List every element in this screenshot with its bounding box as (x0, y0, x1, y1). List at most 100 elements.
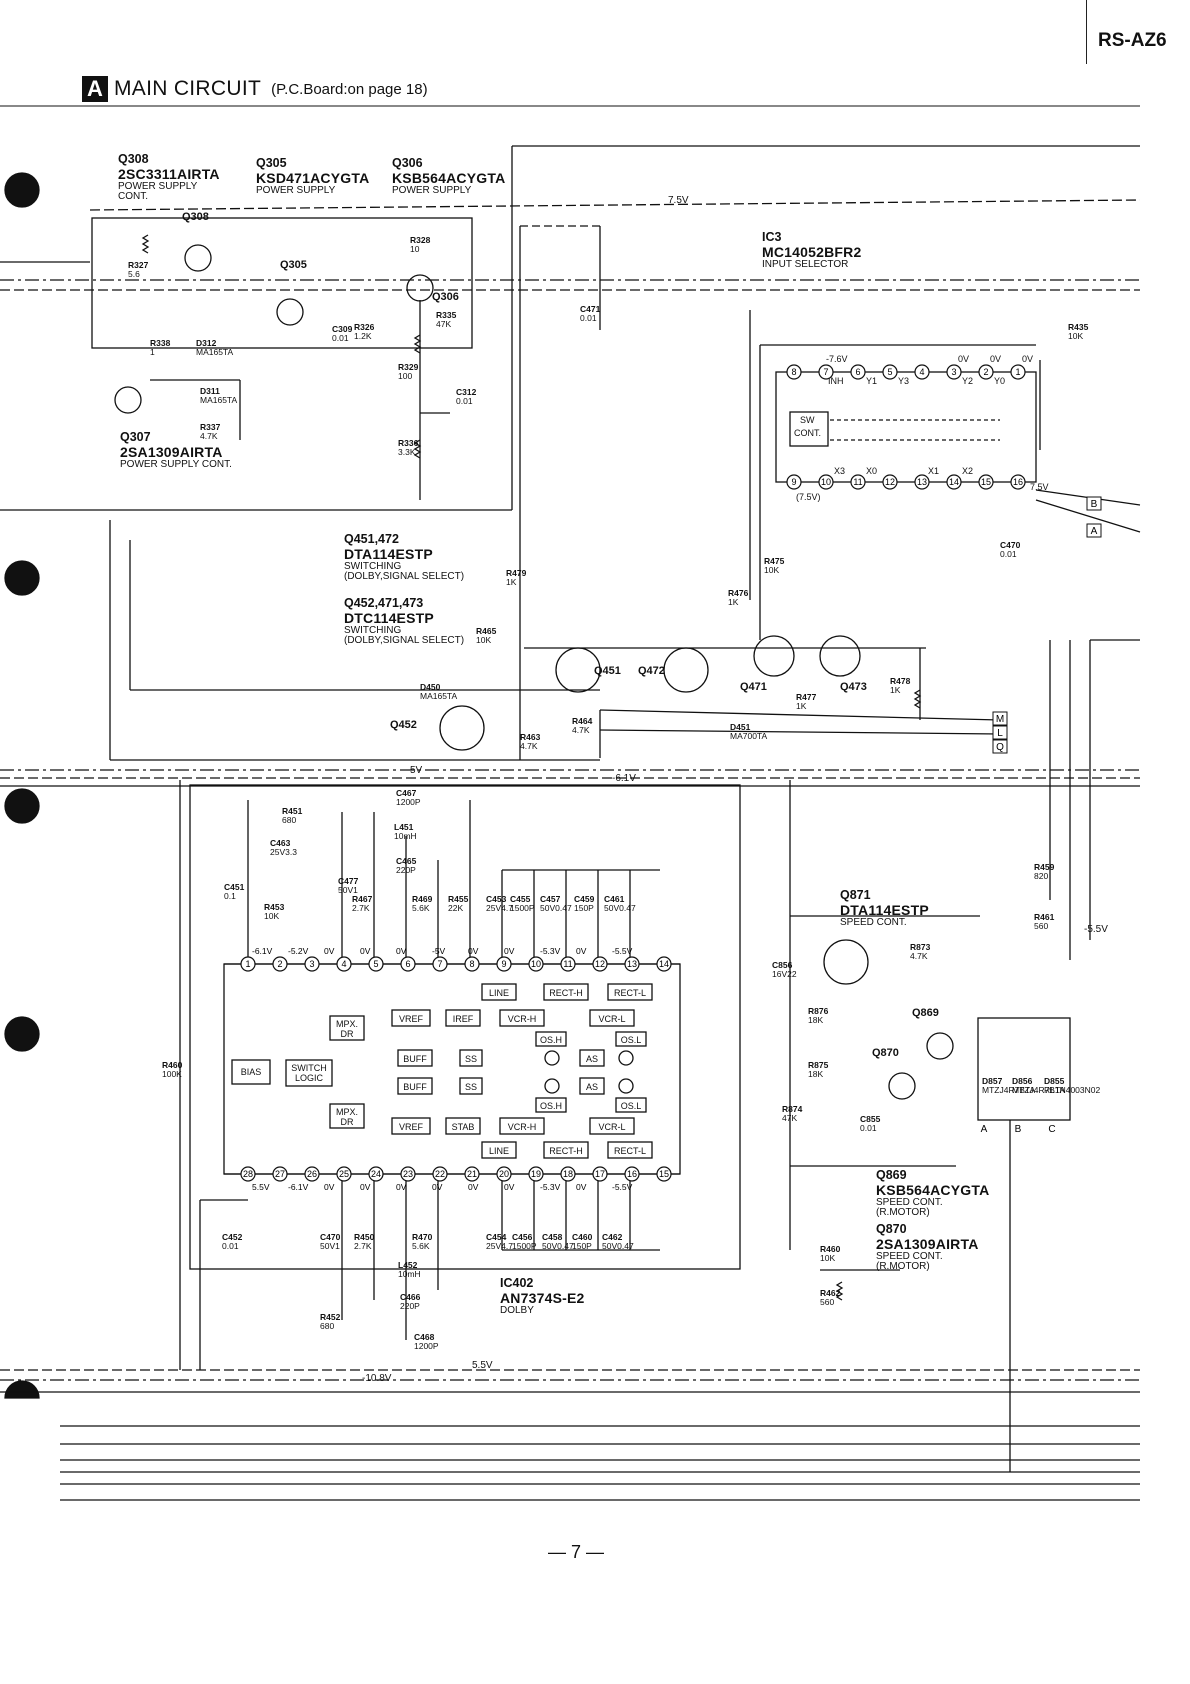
svg-text:SW: SW (800, 415, 815, 425)
ic402-top-pin (560, 956, 576, 972)
ic402-bottom-pin (528, 1166, 544, 1182)
ic3-top-pin-number: 7 (823, 367, 828, 377)
svg-text:LINE: LINE (489, 988, 509, 998)
svg-text:OS.H: OS.H (540, 1101, 562, 1111)
svg-text:Q305: Q305 (280, 259, 307, 271)
voltage-label: 0V (504, 946, 515, 956)
ic402-top-pin (656, 956, 672, 972)
ic3-top-pin-number: 8 (791, 367, 796, 377)
svg-text:Q870: Q870 (872, 1047, 899, 1059)
ic402-bottom-pin-number: 18 (563, 1169, 573, 1179)
ic3-top-pin-number: 4 (919, 367, 924, 377)
ic402-bottom-pin-number: 25 (339, 1169, 349, 1179)
svg-text:VREF: VREF (399, 1122, 424, 1132)
svg-text:BIAS: BIAS (241, 1067, 262, 1077)
ic402-bottom-pin-number: 17 (595, 1169, 605, 1179)
ic3-bottom-pin (850, 474, 866, 490)
connector-label: Q (996, 742, 1004, 753)
voltage-label: -5.3V (540, 946, 561, 956)
ic3-bottom-pin-number: 9 (791, 477, 796, 487)
ic3-bottom-pin-number: 12 (885, 477, 895, 487)
rail-label-top: 7.5V (668, 195, 689, 206)
ic3-top-pin-number: 6 (855, 367, 860, 377)
ic402-bottom-pin (496, 1166, 512, 1182)
svg-text:MPX.: MPX. (336, 1107, 358, 1117)
voltage-label: 0V (504, 1182, 515, 1192)
header-rule (1086, 0, 1087, 64)
motor-pin-label: B (1015, 1124, 1022, 1135)
ic402-top-pin (304, 956, 320, 972)
binding-hole (4, 560, 40, 596)
ic402-top-pin (272, 956, 288, 972)
ic3-bottom-pin (946, 474, 962, 490)
connector-q (992, 739, 1008, 754)
ic3-top-pin (850, 364, 866, 380)
connector-a (1086, 523, 1102, 538)
svg-text:VCR-L: VCR-L (598, 1122, 625, 1132)
svg-text:OS.L: OS.L (621, 1101, 642, 1111)
ic402-top-pin-number: 6 (405, 959, 410, 969)
ic3-bottom-pin-number: 14 (949, 477, 959, 487)
binding-hole (4, 788, 40, 824)
svg-text:Q451: Q451 (594, 665, 621, 677)
connector-label: M (996, 714, 1004, 725)
svg-text:Y1: Y1 (866, 376, 877, 386)
svg-text:Y0: Y0 (994, 376, 1005, 386)
ic3-top-pin-number: 1 (1015, 367, 1020, 377)
voltage-label: -5.5V (612, 1182, 633, 1192)
svg-text:LOGIC: LOGIC (295, 1073, 324, 1083)
ic3-bottom-pin-number: 16 (1013, 477, 1023, 487)
section-subtitle: (P.C.Board:on page 18) (271, 80, 428, 98)
ic402-bottom-pin (336, 1166, 352, 1182)
page-number: — 7 — (548, 1542, 605, 1562)
svg-text:SS: SS (465, 1054, 477, 1064)
svg-text:RECT-H: RECT-H (549, 1146, 583, 1156)
voltage-label: -5.3V (540, 1182, 561, 1192)
voltage-label: 0V (396, 946, 407, 956)
ic402-bottom-pin (464, 1166, 480, 1182)
svg-text:Q472: Q472 (638, 665, 665, 677)
ic3-bottom-pin (882, 474, 898, 490)
svg-text:7.5V: 7.5V (1030, 482, 1049, 492)
voltage-label: 0V (432, 1182, 443, 1192)
connector-label: A (1091, 526, 1098, 537)
voltage-label: 0V (468, 946, 479, 956)
voltage-label: 0V (360, 946, 371, 956)
connector-m (992, 711, 1008, 726)
ic402-top-pin-number: 7 (437, 959, 442, 969)
svg-text:MPX.: MPX. (336, 1019, 358, 1029)
ic3-top-pin (946, 364, 962, 380)
svg-text:X3: X3 (834, 466, 845, 476)
svg-text:SWITCH: SWITCH (291, 1063, 327, 1073)
ic402-bottom-pin (400, 1166, 416, 1182)
ic402-bottom-pin-number: 26 (307, 1169, 317, 1179)
ic402-bottom-pin-number: 19 (531, 1169, 541, 1179)
motor-pin-label: C (1048, 1124, 1055, 1135)
svg-text:0V: 0V (1022, 354, 1033, 364)
